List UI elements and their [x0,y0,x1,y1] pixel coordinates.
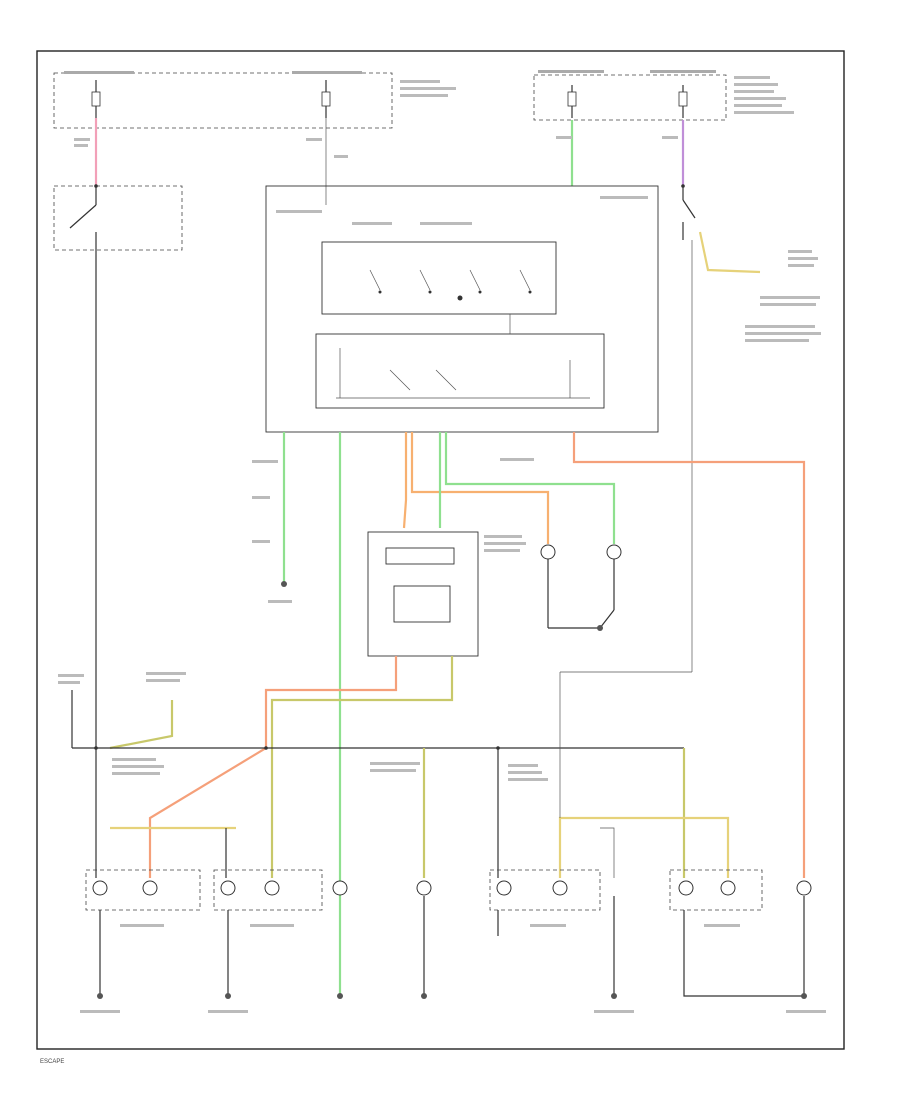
wire-olive-flasher-out [270,656,454,878]
lamp-bulb-9-icon [678,880,694,896]
indicator-lamp-right [540,544,556,628]
lamp-box-3 [489,869,601,911]
ground-6-icon [801,993,807,999]
lamp-box-2 [213,869,323,911]
lamp-bulb-8-icon [552,880,568,896]
lamp-bulb-4-icon [264,880,280,896]
wire-red-right [572,432,806,878]
lamp-bulb-11-icon [796,880,812,896]
lamp-bulb-1-icon [92,880,108,896]
turn-signal-section [315,333,605,409]
flasher-inner [393,585,451,623]
multifunction-switch-box [265,185,659,433]
hazard-switch-section [321,241,557,315]
lamp-bulb-10-icon [720,880,736,896]
fuse-block-box [533,74,727,121]
lamp-bulb-7-icon [496,880,512,896]
hazard-switch-contacts [369,269,532,301]
ground-1-icon [97,993,103,999]
lamp-bulb-5-icon [332,880,348,896]
ground-indicator-icon [597,625,603,631]
wire-rear-center [600,827,615,878]
ground-2-icon [225,993,231,999]
ground-5-icon [611,993,617,999]
indicator-lamp-left [599,544,622,629]
fuse-4 [678,85,688,118]
footer-code: ESCAPE [40,1059,64,1065]
right-side-labels [745,250,821,342]
lamp-bulb-3-icon [220,880,236,896]
ground-3-icon [337,993,343,999]
flasher-module [367,531,479,657]
wire-green-4 [444,432,616,544]
lamp-bulb-6-icon [416,880,432,896]
wire-yellow-rear [558,816,730,878]
brake-switch-box [53,185,183,251]
pedal-switch [681,184,696,240]
left-connector-labels [58,672,186,684]
flasher-label-box [385,547,455,565]
turn-signal-contacts [336,314,590,399]
wire-orange-1 [402,432,408,529]
fuse-3 [567,85,577,118]
illegible-labels [74,136,826,1013]
wire-olive-left [109,700,174,750]
fuse-2 [321,80,331,118]
bus-node-2 [264,746,268,750]
ground-left-upper-icon [281,581,287,587]
lamp-box-4 [669,869,763,911]
lamp-box-1 [85,869,201,911]
fuse-labels-top [64,70,794,114]
ground-wire-6 [683,896,805,997]
fuse-1 [91,80,101,118]
ground-4-icon [421,993,427,999]
wire-orange-2 [410,432,550,544]
lamp-bulb-2-icon [142,880,158,896]
wire-yellow-pedal [698,231,761,274]
brake-switch [69,184,98,255]
fuse-panel-box [53,72,393,129]
diagram-frame [36,50,845,1050]
